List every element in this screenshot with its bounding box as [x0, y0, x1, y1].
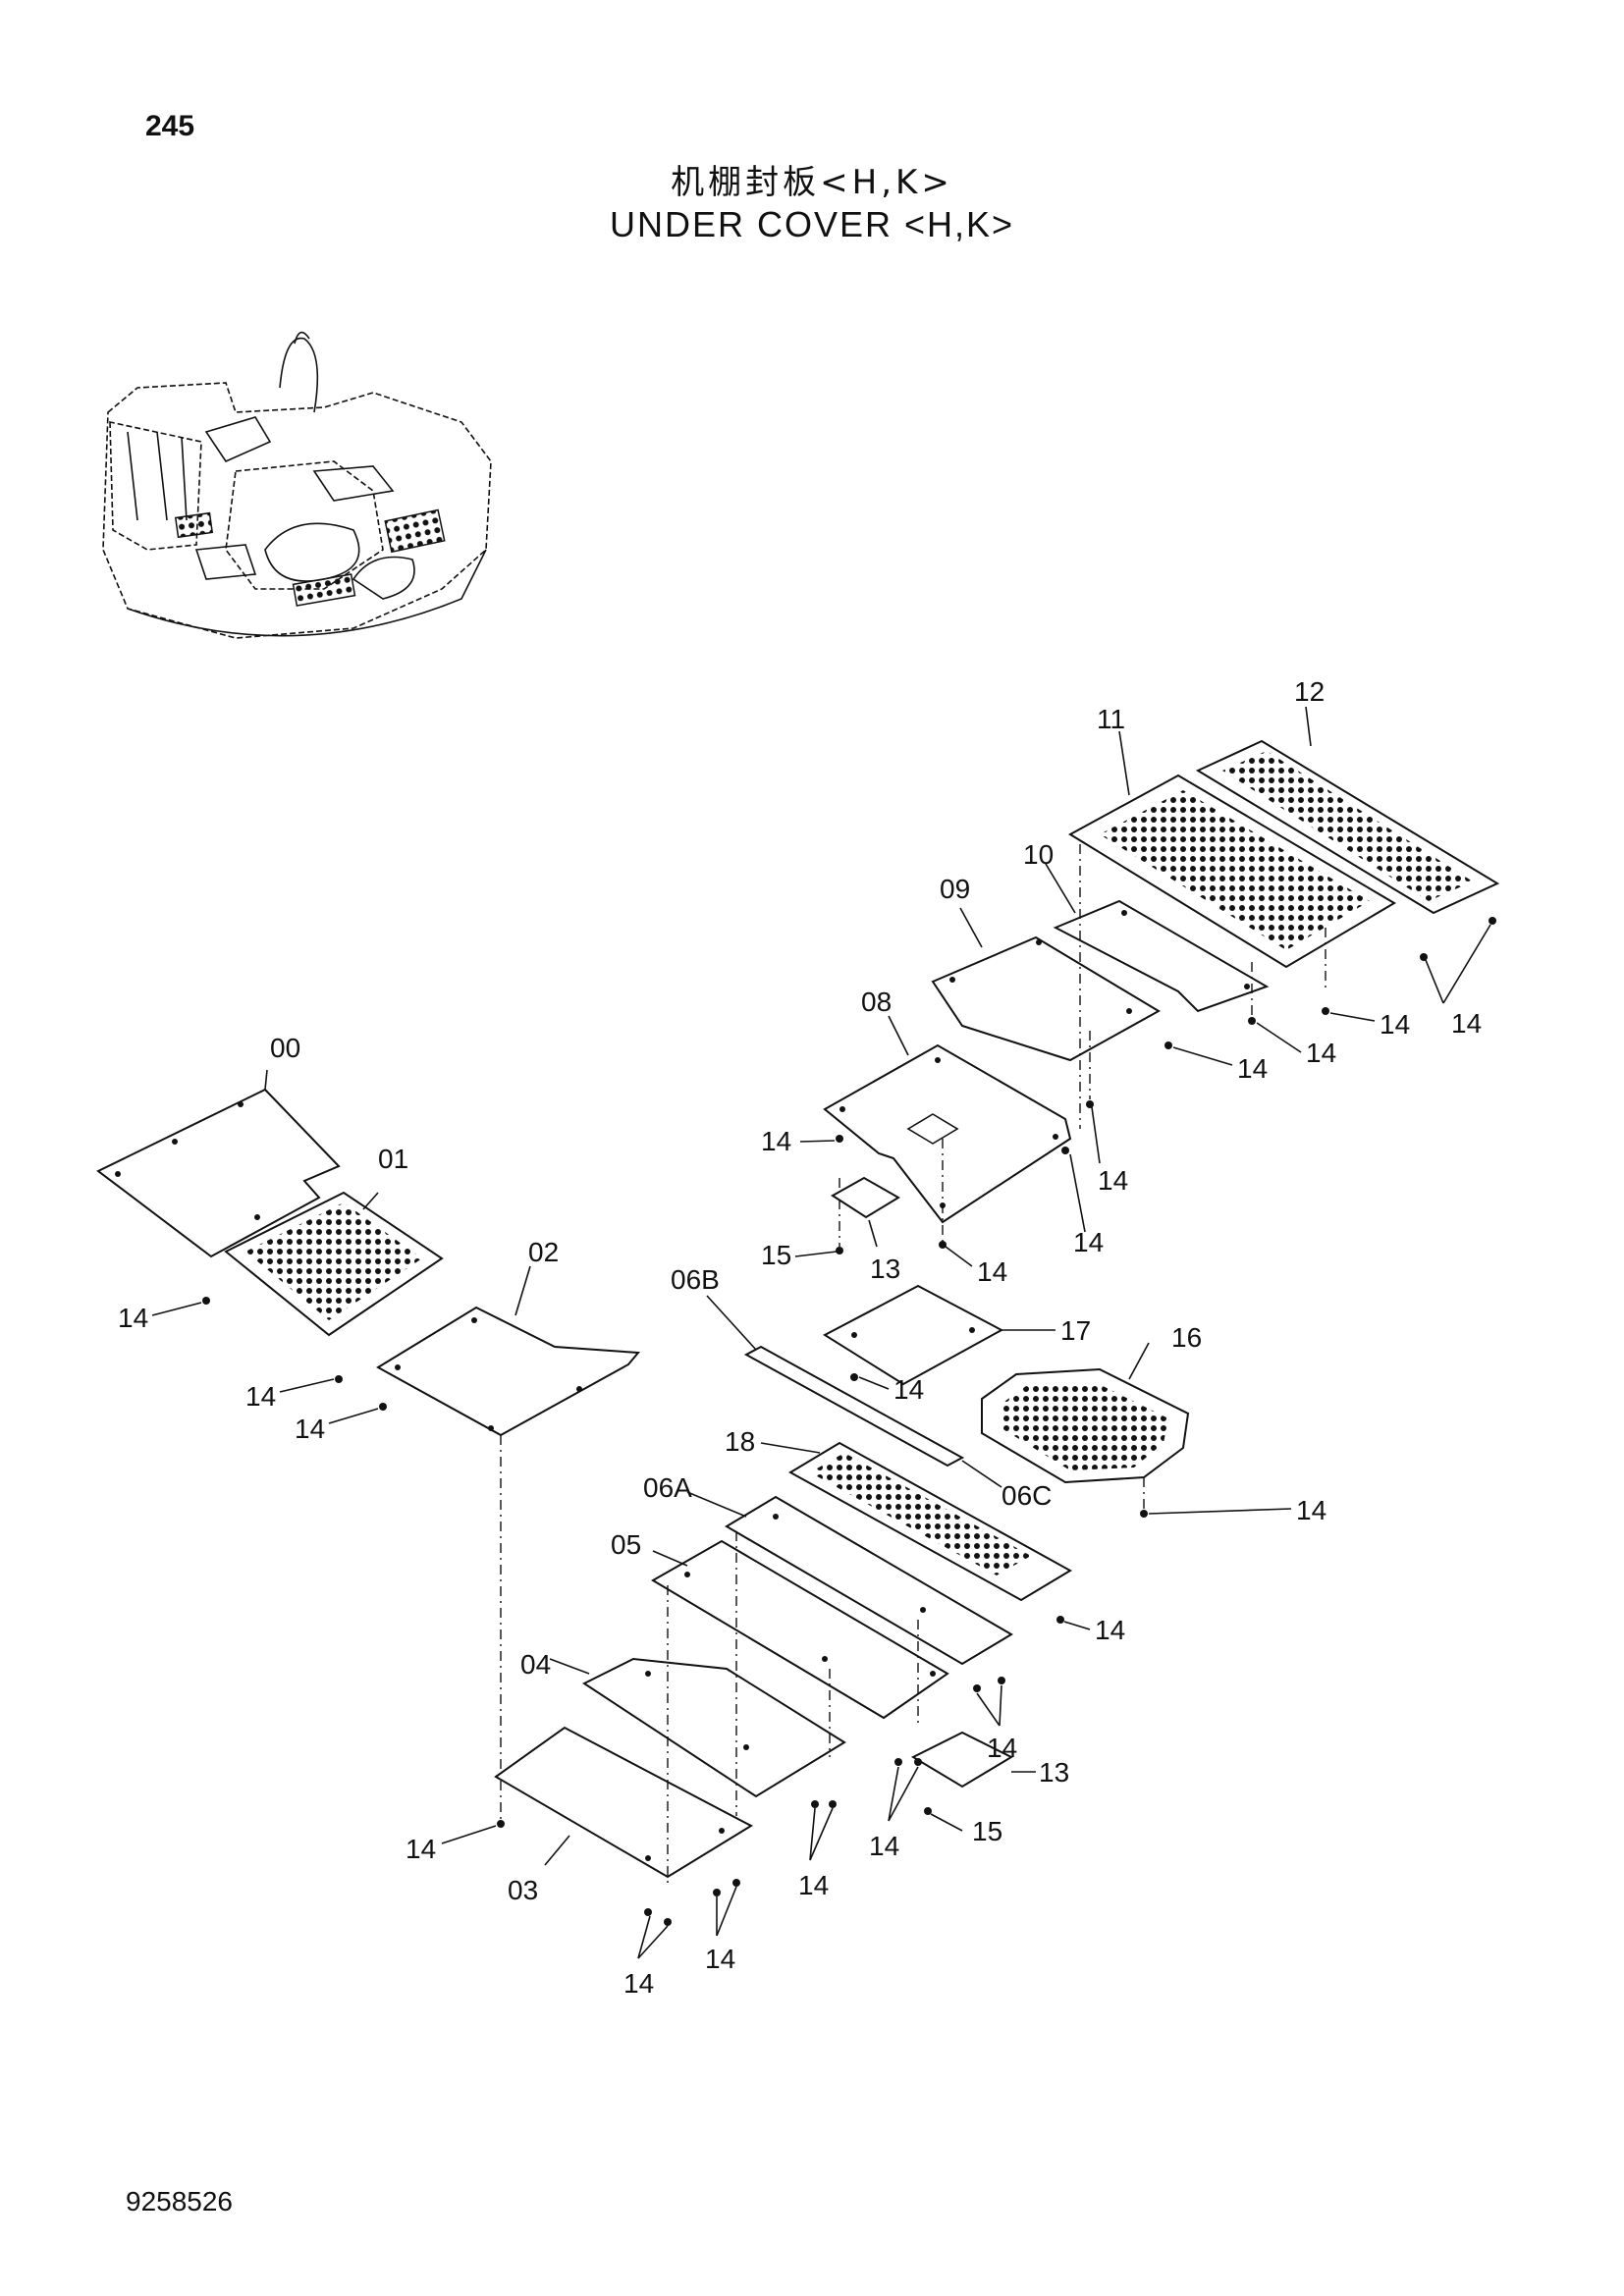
label-bolt-14: 14: [1095, 1615, 1125, 1645]
label-bolt-14: 14: [1098, 1165, 1128, 1196]
part-16-octagonal-grille: [981, 1342, 1190, 1512]
label-part-16: 16: [1171, 1322, 1202, 1353]
label-bolt-14: 14: [1237, 1053, 1268, 1084]
label-part-01: 01: [378, 1144, 408, 1174]
label-bolt-14: 14: [1380, 1009, 1410, 1040]
label-bolt-14: 14: [1073, 1227, 1104, 1257]
part-09-plate: [931, 907, 1161, 1099]
label-bolt-14: 14: [623, 1968, 654, 1999]
part-13-lower-plate: [910, 1731, 1036, 1789]
label-part-13-upper: 13: [870, 1254, 900, 1284]
label-part-04: 04: [520, 1649, 551, 1680]
label-bolt-14: 14: [869, 1831, 899, 1861]
label-part-05: 05: [611, 1529, 641, 1560]
part-05-plate: [651, 1539, 949, 1885]
part-00-plate: [96, 1069, 341, 1258]
part-17-plate: [822, 1284, 1056, 1386]
label-part-11: 11: [1097, 704, 1125, 734]
label-bolt-14: 14: [245, 1381, 276, 1412]
label-part-09: 09: [940, 874, 970, 904]
label-part-10: 10: [1023, 839, 1054, 870]
part-18-perforated-plate: [760, 1441, 1073, 1602]
label-bolt-14: 14: [1306, 1038, 1336, 1068]
label-bolt-14: 14: [295, 1414, 325, 1444]
label-part-03: 03: [508, 1875, 538, 1905]
label-bolt-14: 14: [798, 1870, 829, 1900]
part-04-plate: [549, 1657, 846, 1798]
label-bolt-14: 14: [1451, 1008, 1482, 1039]
label-part-15-lower: 15: [972, 1816, 1002, 1846]
label-bolt-14: 14: [987, 1733, 1017, 1763]
part-13-upper-plate: [831, 1176, 900, 1248]
label-bolt-14: 14: [705, 1944, 735, 1974]
part-10-plate: [1045, 863, 1270, 1013]
label-bolt-14: 14: [118, 1303, 148, 1333]
label-part-00: 00: [270, 1033, 300, 1063]
part-11-perforated-plate: [1068, 730, 1396, 1129]
label-part-06b: 06B: [671, 1264, 720, 1295]
label-part-18: 18: [725, 1426, 755, 1457]
part-01-perforated-plate: [224, 1191, 444, 1337]
label-part-06a: 06A: [643, 1472, 692, 1503]
label-bolt-14: 14: [1296, 1495, 1326, 1525]
part-06b-strip: [706, 1295, 1002, 1488]
bolt-leader-lines: [151, 924, 1491, 1959]
label-part-06c: 06C: [1001, 1480, 1052, 1511]
bolt-markers: [202, 917, 1496, 1926]
label-part-12: 12: [1294, 676, 1325, 707]
label-bolt-14: 14: [977, 1256, 1007, 1287]
label-part-08: 08: [861, 987, 892, 1017]
part-12-perforated-plate: [1195, 706, 1500, 991]
part-03-plate: [494, 1726, 754, 1879]
title-english: UNDER COVER <H,K>: [609, 204, 1015, 244]
document-number: 9258526: [126, 2186, 234, 2216]
label-part-17: 17: [1060, 1315, 1091, 1346]
label-part-02: 02: [528, 1237, 559, 1267]
part-08-plate: [823, 1015, 1072, 1247]
label-bolt-14: 14: [406, 1834, 436, 1864]
label-bolt-14: 14: [893, 1374, 924, 1405]
title-chinese: 机棚封板<H,K>: [671, 163, 953, 202]
page-number: 245: [145, 110, 195, 142]
label-part-13-lower: 13: [1039, 1757, 1069, 1788]
part-02-plate: [376, 1265, 641, 1826]
machine-overview-illustration: [102, 331, 492, 639]
part-06a-plate: [686, 1491, 1013, 1816]
label-part-15-upper: 15: [761, 1240, 791, 1270]
label-bolt-14: 14: [761, 1126, 791, 1156]
